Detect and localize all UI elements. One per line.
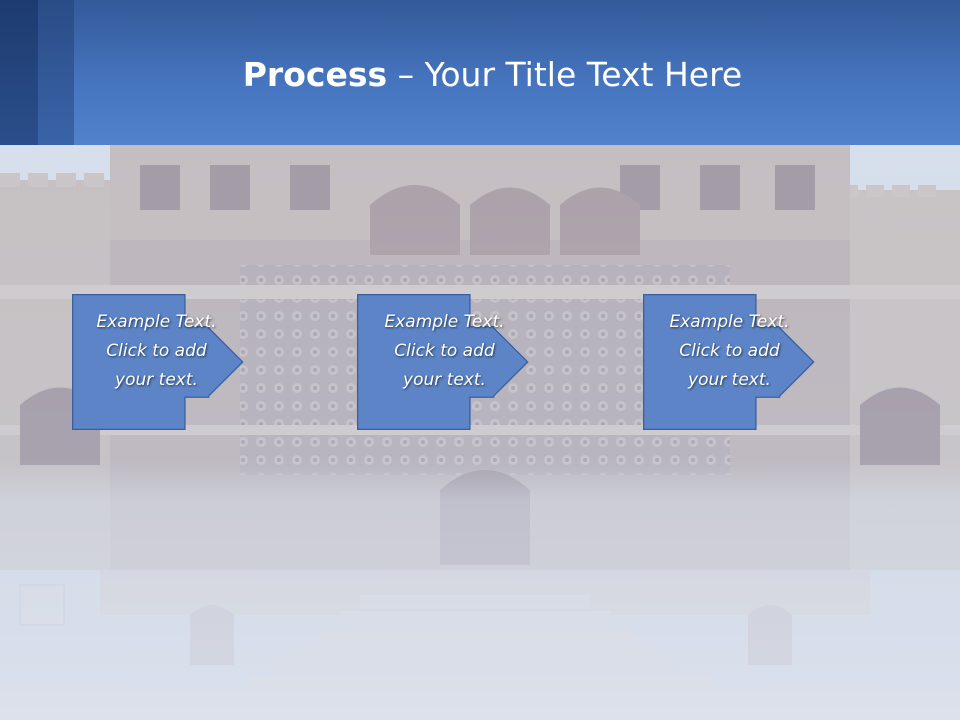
step-text-3[interactable]: Example Text. Click to add your text. <box>642 308 817 395</box>
step-text-2[interactable]: Example Text. Click to add your text. <box>357 308 532 395</box>
step-text-line: Example Text. <box>669 312 790 332</box>
process-step-3[interactable] <box>643 257 818 467</box>
step-arrow <box>72 293 244 430</box>
header-accent-band <box>0 0 38 145</box>
step-text-line: Example Text. <box>384 312 505 332</box>
step-text-line: Click to add <box>106 341 207 361</box>
step-text-line: Example Text. <box>96 312 217 332</box>
slide-title[interactable]: Process – Your Title Text Here <box>0 50 960 100</box>
header-accent-band <box>38 0 74 145</box>
process-step-2[interactable] <box>357 257 532 467</box>
step-arrow <box>643 293 815 430</box>
slide-title-bold: Process <box>242 55 388 94</box>
step-text-line: your text. <box>403 370 486 390</box>
step-arrow <box>357 293 529 430</box>
step-text-line: Click to add <box>679 341 780 361</box>
slide-title-rest: – Your Title Text Here <box>387 55 743 94</box>
step-text-line: your text. <box>688 370 771 390</box>
step-text-1[interactable]: Example Text. Click to add your text. <box>69 308 244 395</box>
process-step-1[interactable] <box>72 257 247 467</box>
step-text-line: Click to add <box>394 341 495 361</box>
title-header: Process – Your Title Text Here <box>0 0 960 145</box>
step-text-line: your text. <box>115 370 198 390</box>
